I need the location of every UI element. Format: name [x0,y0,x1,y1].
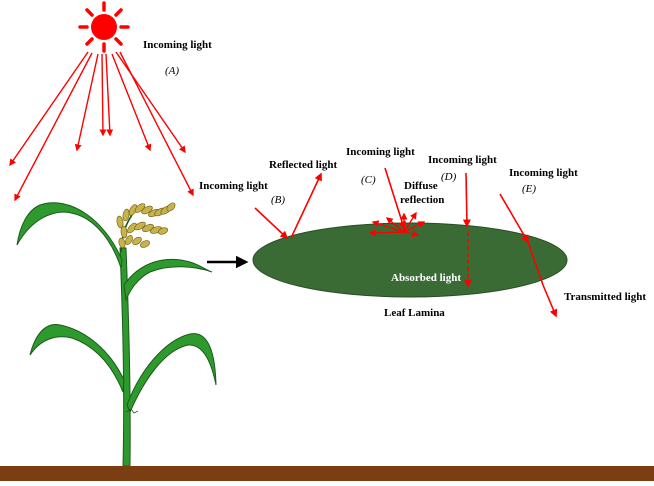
reflected-light-label: Reflected light [269,159,338,171]
ray-b-reflected [290,172,322,239]
incoming-light-label-b: Incoming light [199,180,268,192]
ray-e-incoming [499,193,529,244]
ray-d-incoming [462,172,471,228]
marker-d: (D) [441,171,457,183]
leaf-lamina-label: Leaf Lamina [384,307,445,319]
ray-a-1 [9,51,89,167]
ray-a-7 [115,51,186,154]
incoming-light-label-c: Incoming light [346,146,415,158]
incoming-rays-a [9,51,194,202]
ray-b-incoming [254,207,289,240]
incoming-light-label-a: Incoming light [143,39,212,51]
transmitted-light-label: Transmitted light [564,291,646,303]
marker-c: (C) [361,174,376,186]
diffuse-label-line-2: reflection [400,194,445,206]
ray-a-4 [99,53,107,137]
marker-b: (B) [271,194,286,206]
ray-e-transmitted [542,284,558,318]
sun-icon [78,1,130,53]
leaf-lamina-shape [252,222,568,298]
marker-a: (A) [165,65,180,77]
ray-a-3 [74,53,99,152]
ray-a-8 [119,51,194,197]
incoming-light-label-e: Incoming light [509,167,578,179]
marker-e: (E) [522,183,537,195]
rice-plant-illustration [16,202,217,467]
diffuse-reflection-rays [368,211,426,238]
soil-strip [0,466,654,481]
incoming-light-label-d: Incoming light [428,154,497,166]
ray-e-through [527,241,544,286]
ray-a-6 [111,53,152,152]
ray-a-2 [14,52,93,202]
ray-a-5 [105,53,114,137]
absorbed-light-label: Absorbed light [391,272,461,284]
diffuse-label-line-1: Diffuse [404,180,438,192]
